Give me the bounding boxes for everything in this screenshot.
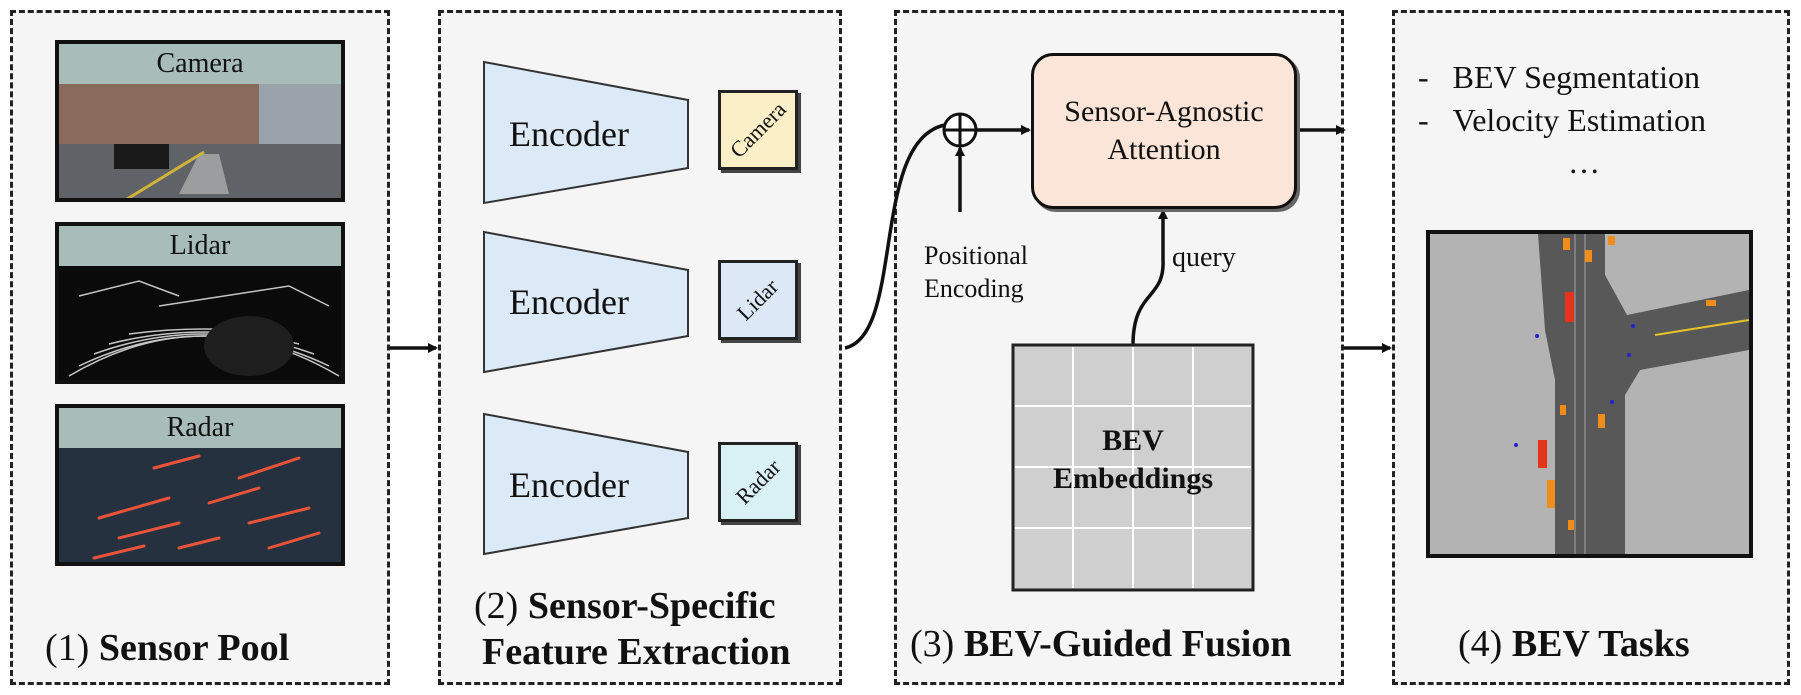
lidar-feature-box: Lidar: [718, 260, 798, 340]
fusion-number: (3): [910, 623, 955, 665]
fusion-title: (3) BEV-Guided Fusion: [910, 622, 1292, 666]
bev-tasks-number: (4): [1458, 623, 1503, 665]
camera-label: Camera: [59, 44, 341, 84]
radar-feature-box: Radar: [718, 442, 798, 522]
feature-extraction-number: (2): [474, 585, 519, 627]
radar-label: Radar: [59, 408, 341, 448]
radar-thumbnail: Radar: [55, 404, 345, 566]
bev-output-map: [1426, 230, 1753, 558]
attention-line-1: Sensor-Agnostic: [1064, 95, 1264, 128]
bev-tasks-title: (4) BEV Tasks: [1458, 622, 1690, 666]
lidar-thumbnail: Lidar: [55, 222, 345, 384]
task-label-2: Velocity Estimation: [1452, 102, 1706, 138]
positional-encoding-label-2: Encoding: [924, 274, 1024, 303]
arrow-query: [1131, 209, 1168, 346]
feature-extraction-title-line-1: (2) Sensor-Specific: [474, 584, 775, 628]
camera-thumbnail: Camera: [55, 40, 345, 202]
arrow-features-to-fusion: [844, 123, 958, 350]
radar-feature-label: Radar: [730, 454, 786, 510]
task-bullet-1: -: [1418, 59, 1453, 95]
encoder-radar-shape: [483, 412, 689, 556]
lidar-feature-label: Lidar: [731, 273, 784, 326]
task-ellipsis: …: [1568, 144, 1600, 180]
fusion-heading: BEV-Guided Fusion: [963, 623, 1292, 665]
feature-extraction-heading-1: Sensor-Specific: [527, 585, 776, 627]
sensor-agnostic-attention-block: Sensor-Agnostic Attention: [1031, 53, 1297, 209]
encoder-lidar-label: Encoder: [509, 282, 629, 322]
camera-feature-label: Camera: [724, 96, 791, 163]
task-bullet-2: -: [1418, 102, 1453, 138]
feature-extraction-heading-2: Feature Extraction: [482, 631, 791, 673]
bev-tasks-heading: BEV Tasks: [1511, 623, 1690, 665]
bev-embeddings-line-2: Embeddings: [1052, 462, 1214, 495]
positional-encoding-label-1: Positional: [924, 241, 1029, 270]
bev-embeddings-line-1: BEV: [1102, 424, 1164, 457]
sum-node-icon: [942, 112, 978, 148]
attention-line-2: Attention: [1107, 133, 1221, 166]
sensor-pool-heading: Sensor Pool: [98, 627, 290, 669]
bev-embeddings-label: BEV Embeddings: [1013, 422, 1253, 498]
lidar-label: Lidar: [59, 226, 341, 266]
camera-image: [59, 84, 341, 198]
query-label: query: [1172, 242, 1236, 273]
feature-extraction-title-line-2: Feature Extraction: [482, 630, 791, 674]
sensor-pool-title: (1) Sensor Pool: [45, 626, 289, 670]
encoder-lidar-shape: [483, 230, 689, 374]
encoder-camera-shape: [483, 60, 689, 205]
task-label-1: BEV Segmentation: [1452, 59, 1701, 95]
encoder-camera-label: Encoder: [509, 114, 629, 154]
encoder-radar-label: Encoder: [509, 465, 629, 505]
task-item-segmentation: - BEV Segmentation: [1418, 57, 1700, 97]
radar-image: [92, 454, 321, 560]
task-item-velocity: - Velocity Estimation: [1418, 100, 1706, 140]
lidar-image: [68, 280, 340, 377]
sensor-pool-number: (1): [45, 627, 90, 669]
bev-embeddings-grid: [1011, 343, 1255, 592]
camera-feature-box: Camera: [718, 90, 798, 170]
